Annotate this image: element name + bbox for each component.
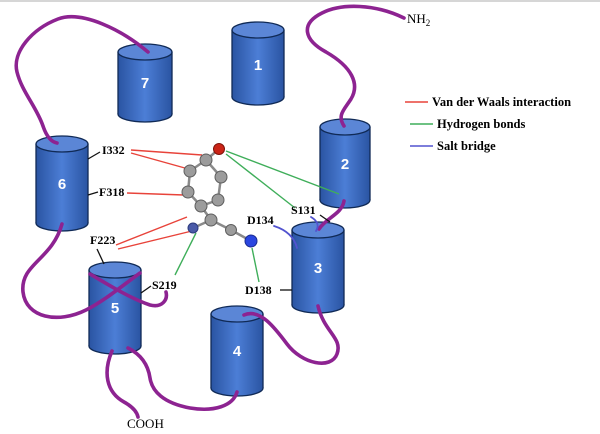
legend-label-salt: Salt bridge xyxy=(437,139,496,153)
vdw-line-i332-b xyxy=(130,152,193,171)
helix-1-body xyxy=(232,30,284,97)
hbond-line-o-to-h2 xyxy=(225,150,340,195)
residue-label-d134: D134 xyxy=(247,213,274,227)
helix-4-body xyxy=(211,314,263,388)
tick-i332 xyxy=(87,151,101,160)
atom-ring-nitrogen xyxy=(187,222,199,234)
ligand xyxy=(181,143,258,248)
legend-item-salt: Salt bridge xyxy=(410,139,496,153)
helix-6: 6 xyxy=(35,135,89,232)
tick-s219 xyxy=(140,285,152,294)
hbond-line-s219 xyxy=(174,232,197,276)
vdw-line-f318 xyxy=(126,192,185,196)
atom-carbon xyxy=(181,185,195,199)
nh2-main: NH xyxy=(407,11,426,26)
backbone-h6-to-h5 xyxy=(21,222,142,320)
hbond-line-d138 xyxy=(251,247,260,283)
residue-label-s219: S219 xyxy=(152,278,177,292)
helix-1-label: 1 xyxy=(254,57,262,74)
atom-carbon xyxy=(225,224,237,236)
helix-5: 5 xyxy=(88,261,142,355)
helix-4: 4 xyxy=(210,305,264,397)
helix-3-label: 3 xyxy=(314,260,322,277)
helix-2-body xyxy=(320,127,370,200)
residue-labels: I332 F318 F223 S219 D134 S131 D138 xyxy=(90,143,316,297)
tick-f318 xyxy=(87,191,99,196)
atom-carbon xyxy=(194,199,208,213)
tick-f223 xyxy=(96,248,105,265)
leader-ticks xyxy=(87,151,331,294)
residue-label-f318: F318 xyxy=(99,185,124,199)
legend-label-vdw: Van der Waals interaction xyxy=(432,95,571,109)
legend-item-vdw: Van der Waals interaction xyxy=(405,95,571,109)
tick-s131 xyxy=(319,214,331,223)
atom-carbon xyxy=(204,213,218,227)
backbone-h5-to-cterm xyxy=(105,349,140,419)
residue-label-f223: F223 xyxy=(90,233,115,247)
atom-carbon xyxy=(214,170,228,184)
helix-6-label: 6 xyxy=(58,176,66,193)
helix-1: 1 xyxy=(231,21,285,106)
helix-5-label: 5 xyxy=(111,300,119,317)
helix-4-top xyxy=(210,305,264,323)
helix-7-label: 7 xyxy=(141,75,149,92)
atom-carbon xyxy=(211,193,225,207)
helix-3-body xyxy=(292,230,344,305)
backbone-h2-to-h3 xyxy=(317,199,346,231)
helix-4-label: 4 xyxy=(233,343,242,360)
vdw-line-f223-a xyxy=(115,216,188,246)
helix-6-body xyxy=(36,144,88,223)
atom-nitrogen xyxy=(244,234,258,248)
helix-7: 7 xyxy=(117,43,173,123)
atom-carbon xyxy=(183,164,197,178)
ligand-atoms xyxy=(181,143,258,248)
backbone-h7-to-h6 xyxy=(14,15,150,145)
vdw-line-f223-b xyxy=(117,229,197,250)
nh2-label: NH2 xyxy=(407,11,430,28)
backbone-nterm-to-h2 xyxy=(305,4,406,128)
helix-7-body xyxy=(118,52,172,114)
backbone-h5-crossing xyxy=(88,272,169,308)
atom-carbon xyxy=(199,153,213,167)
vdw-line-i332-a xyxy=(130,149,203,156)
legend: Van der Waals interaction Hydrogen bonds… xyxy=(405,95,571,153)
residue-label-s131: S131 xyxy=(291,203,316,217)
helix-7-top xyxy=(117,43,173,61)
salt-bridge-s131 xyxy=(310,216,319,232)
helix-3: 3 xyxy=(291,221,345,314)
backbone-h3-to-h4 xyxy=(242,304,340,365)
backbone-h4-to-h5 xyxy=(126,346,239,411)
nh2-sub: 2 xyxy=(426,18,431,28)
backbone xyxy=(14,4,406,419)
helix-6-top xyxy=(35,135,89,153)
vdw-interactions xyxy=(115,149,203,250)
salt-bridges xyxy=(273,216,319,249)
cooh-label: COOH xyxy=(127,416,164,431)
residue-label-d138: D138 xyxy=(245,283,272,297)
hbond-line-o-to-s131 xyxy=(225,153,296,209)
helix-5-body xyxy=(89,270,141,346)
salt-bridge-d134 xyxy=(273,225,298,249)
residue-label-i332: I332 xyxy=(102,143,125,157)
legend-label-hbond: Hydrogen bonds xyxy=(437,117,525,131)
legend-item-hbond: Hydrogen bonds xyxy=(410,117,525,131)
helix-2-label: 2 xyxy=(341,156,349,173)
helix-5-top xyxy=(88,261,142,279)
helix-2: 2 xyxy=(319,118,371,209)
atom-oxygen xyxy=(213,143,225,155)
hydrogen-bonds xyxy=(174,150,340,283)
helix-1-top xyxy=(231,21,285,39)
